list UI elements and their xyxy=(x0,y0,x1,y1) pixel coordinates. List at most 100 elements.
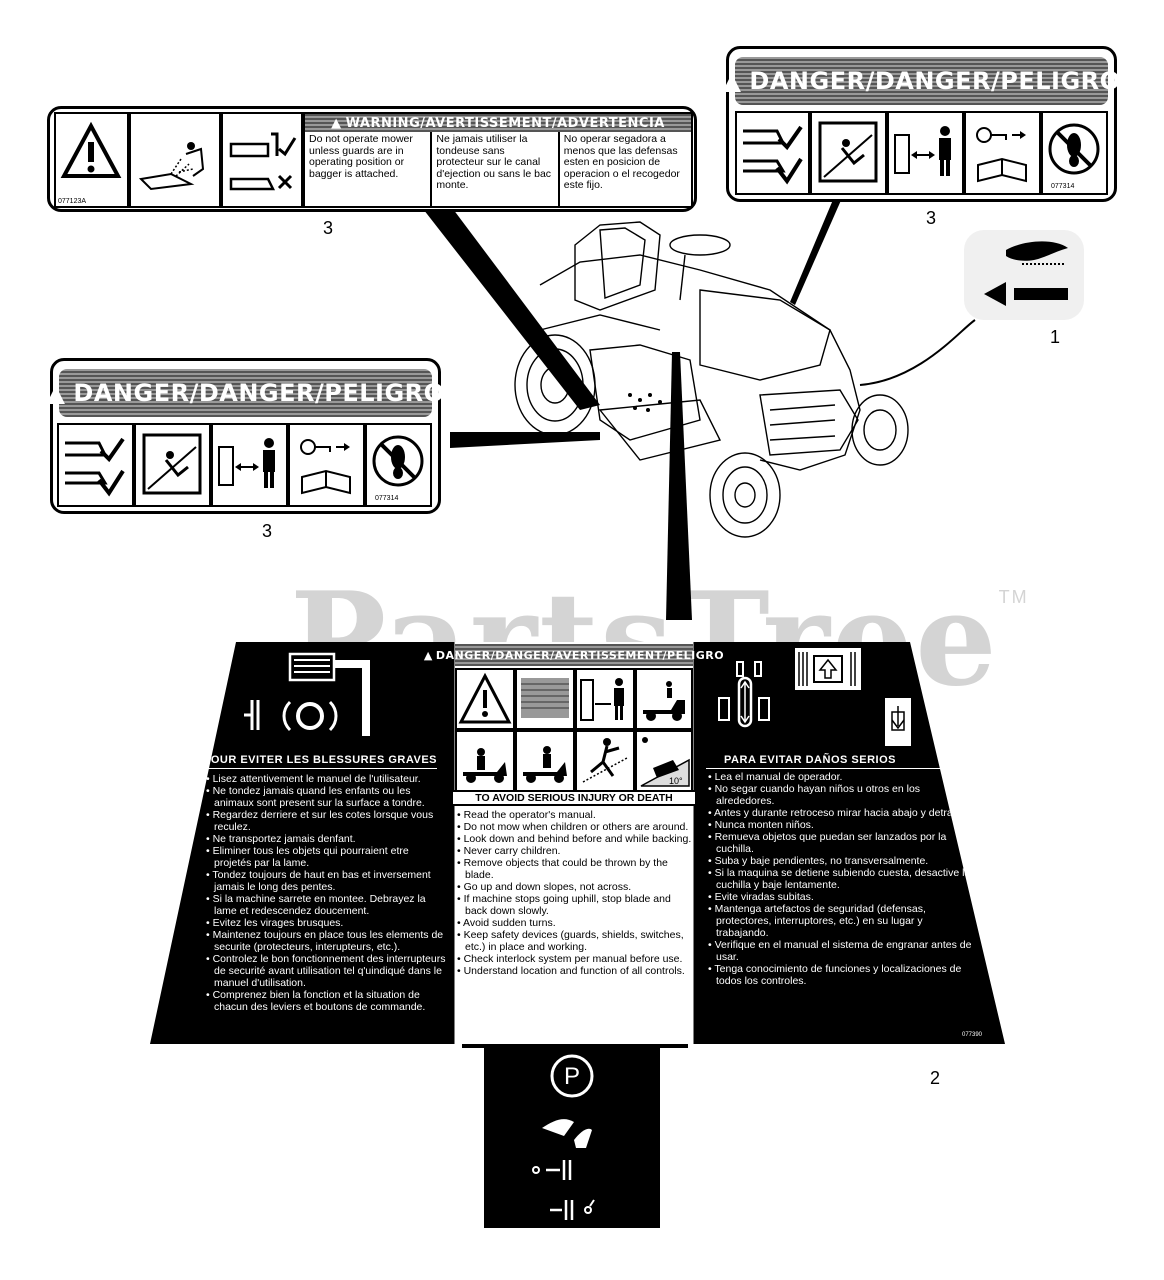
fr-rule-item: Regardez derriere et sur les cotes lorsq… xyxy=(206,809,446,833)
warning-text-fr: Ne jamais utiliser la tondeuse sans prot… xyxy=(432,132,560,206)
warning-banner-triangle-icon: ▲ xyxy=(331,115,342,131)
en-rule-item: If machine stops going uphill, stop blad… xyxy=(457,893,693,917)
leader-main xyxy=(666,352,692,620)
danger-left-distance-cell xyxy=(211,423,288,507)
main-icon-thrown-cell xyxy=(575,730,635,792)
chute-check-icon xyxy=(65,437,125,497)
leader-warning xyxy=(420,205,600,410)
leader-sticker-1 xyxy=(859,319,976,386)
exclamation-triangle-icon xyxy=(60,121,122,178)
es-title: PARA EVITAR DAÑOS SERIOS xyxy=(724,754,896,766)
fr-rule-item: Controlez le bon fonctionnement des inte… xyxy=(206,953,446,989)
callout-2: 2 xyxy=(930,1068,941,1088)
es-rule-item: Tenga conocimiento de funciones y locali… xyxy=(708,963,972,987)
fr-rules: Lisez attentivement le manuel de l'utili… xyxy=(206,773,446,1013)
fr-rule-item: Comprenez bien la fonction et la situati… xyxy=(206,989,446,1013)
es-rule-item: Nunca monten niños. xyxy=(708,819,972,831)
en-rule-item: Check interlock system per manual before… xyxy=(457,953,693,965)
callout-3-danger-top: 3 xyxy=(926,208,937,228)
thrown-object-icon xyxy=(582,738,628,783)
en-rule-item: Avoid sudden turns. xyxy=(457,917,693,929)
leader-danger-top xyxy=(790,195,842,305)
sticker-1 xyxy=(964,230,1084,320)
look-behind-icon xyxy=(523,746,567,783)
fr-rule-item: Eliminer tous les objets qui pourraient … xyxy=(206,845,446,869)
danger-left-slope-cell xyxy=(134,423,211,507)
danger-top-chute-cell xyxy=(735,111,810,195)
fr-rule-item: Tondez toujours de haut en bas et invers… xyxy=(206,869,446,893)
danger-top-triangle-icon: ▲ xyxy=(722,67,742,95)
main-part-number: 077390 xyxy=(962,1032,983,1038)
danger-top-banner: ▲DANGER/DANGER/PELIGRO xyxy=(722,57,1120,105)
mower-rider-icon xyxy=(463,748,507,783)
callout-3-danger-left: 3 xyxy=(262,521,273,541)
es-rule-item: Verifique en el manual el sistema de eng… xyxy=(708,939,972,963)
main-icon-slope-cell: 10° xyxy=(635,730,693,792)
main-icon-distance-cell xyxy=(575,668,635,730)
slope-limit-icon xyxy=(640,737,690,787)
es-rule-item: Antes y durante retroceso mirar hacia ab… xyxy=(708,807,972,819)
danger-left-chute-cell xyxy=(57,423,134,507)
warning-banner: ▲WARNING/AVERTISSEMENT/ADVERTENCIA xyxy=(305,114,691,132)
fr-title: POUR EVITER LES BLESSURES GRAVES xyxy=(202,754,437,766)
es-rule-item: Suba y baje pendientes, no transversalme… xyxy=(708,855,972,867)
fr-divider xyxy=(205,768,437,769)
fr-rule-item: Maintenez toujours en place tous les ele… xyxy=(206,929,446,953)
engage-blade-icon xyxy=(244,652,370,736)
fr-rule-item: Lisez attentivement le manuel de l'utili… xyxy=(206,773,446,785)
chute-guard-icon xyxy=(229,132,297,191)
slope-hazard-icon xyxy=(818,121,878,183)
main-icon-grid: 10° xyxy=(455,668,693,796)
keep-distance-icon xyxy=(580,678,624,721)
danger-left-nostep-cell: 077314 xyxy=(365,423,432,507)
en-title: TO AVOID SERIOUS INJURY OR DEATH xyxy=(453,790,695,806)
warning-guard-cell xyxy=(221,112,303,208)
es-divider xyxy=(706,768,942,769)
fr-rule-item: Ne transportez jamais denfant. xyxy=(206,833,446,845)
manual-book-icon xyxy=(521,678,569,718)
danger-decal-left: ▲DANGER/DANGER/PELIGRO xyxy=(46,358,444,514)
danger-left-banner-text: DANGER/DANGER/PELIGRO xyxy=(73,379,445,407)
main-banner-triangle-icon: ▲ xyxy=(423,648,433,662)
parking-brake-icon: P xyxy=(532,1054,595,1220)
en-rule-item: Do not mow when children or others are a… xyxy=(457,821,693,833)
leader-danger-left xyxy=(450,432,600,448)
danger-top-distance-cell xyxy=(887,111,964,195)
danger-top-key-cell xyxy=(964,111,1041,195)
danger-decal-top: ▲DANGER/DANGER/PELIGRO xyxy=(722,46,1120,202)
warning-text-panel: ▲WARNING/AVERTISSEMENT/ADVERTENCIA Do no… xyxy=(303,112,693,208)
thrown-object-icon xyxy=(138,142,205,191)
callout-3-warning: 3 xyxy=(323,218,334,238)
en-rules: Read the operator's manual.Do not mow wh… xyxy=(457,809,693,977)
en-rule-item: Read the operator's manual. xyxy=(457,809,693,821)
warning-banner-text: WARNING/AVERTISSEMENT/ADVERTENCIA xyxy=(345,115,665,131)
warning-part-number: 077123A xyxy=(58,198,87,205)
exclamation-triangle-icon xyxy=(458,672,512,724)
danger-left-banner: ▲DANGER/DANGER/PELIGRO xyxy=(46,369,444,417)
warning-text-en: Do not operate mower unless guards are i… xyxy=(305,132,433,206)
main-banner: ▲DANGER/DANGER/AVERTISSEMENT/PELIGRO xyxy=(424,644,724,666)
keep-distance-icon xyxy=(894,126,951,176)
chute-check-icon xyxy=(743,125,803,185)
danger-top-part-number: 077314 xyxy=(1051,183,1075,190)
no-children-mower-icon xyxy=(643,681,685,721)
main-banner-text: DANGER/DANGER/AVERTISSEMENT/PELIGRO xyxy=(435,648,725,662)
hand-pinch-icon xyxy=(984,241,1068,306)
no-step-icon xyxy=(1048,123,1100,175)
en-rule-item: Keep safety devices (guards, shields, sw… xyxy=(457,929,693,953)
remove-key-manual-icon xyxy=(300,439,351,495)
fr-rule-item: Evitez les virages brusques. xyxy=(206,917,446,929)
no-step-icon xyxy=(372,435,424,487)
en-rule-item: Look down and behind before and while ba… xyxy=(457,833,693,845)
keep-distance-icon xyxy=(218,438,275,488)
main-icon-backing-cell xyxy=(515,730,575,792)
warning-thrown-object-cell xyxy=(129,112,221,208)
danger-top-slope-cell xyxy=(810,111,887,195)
slope-limit-label: 10° xyxy=(669,776,683,786)
danger-top-nostep-cell: 077314 xyxy=(1041,111,1108,195)
es-rule-item: Si la maquina se detiene subiendo cuesta… xyxy=(708,867,972,891)
throttle-position-icon xyxy=(718,648,911,746)
main-icon-children-cell xyxy=(635,668,693,730)
